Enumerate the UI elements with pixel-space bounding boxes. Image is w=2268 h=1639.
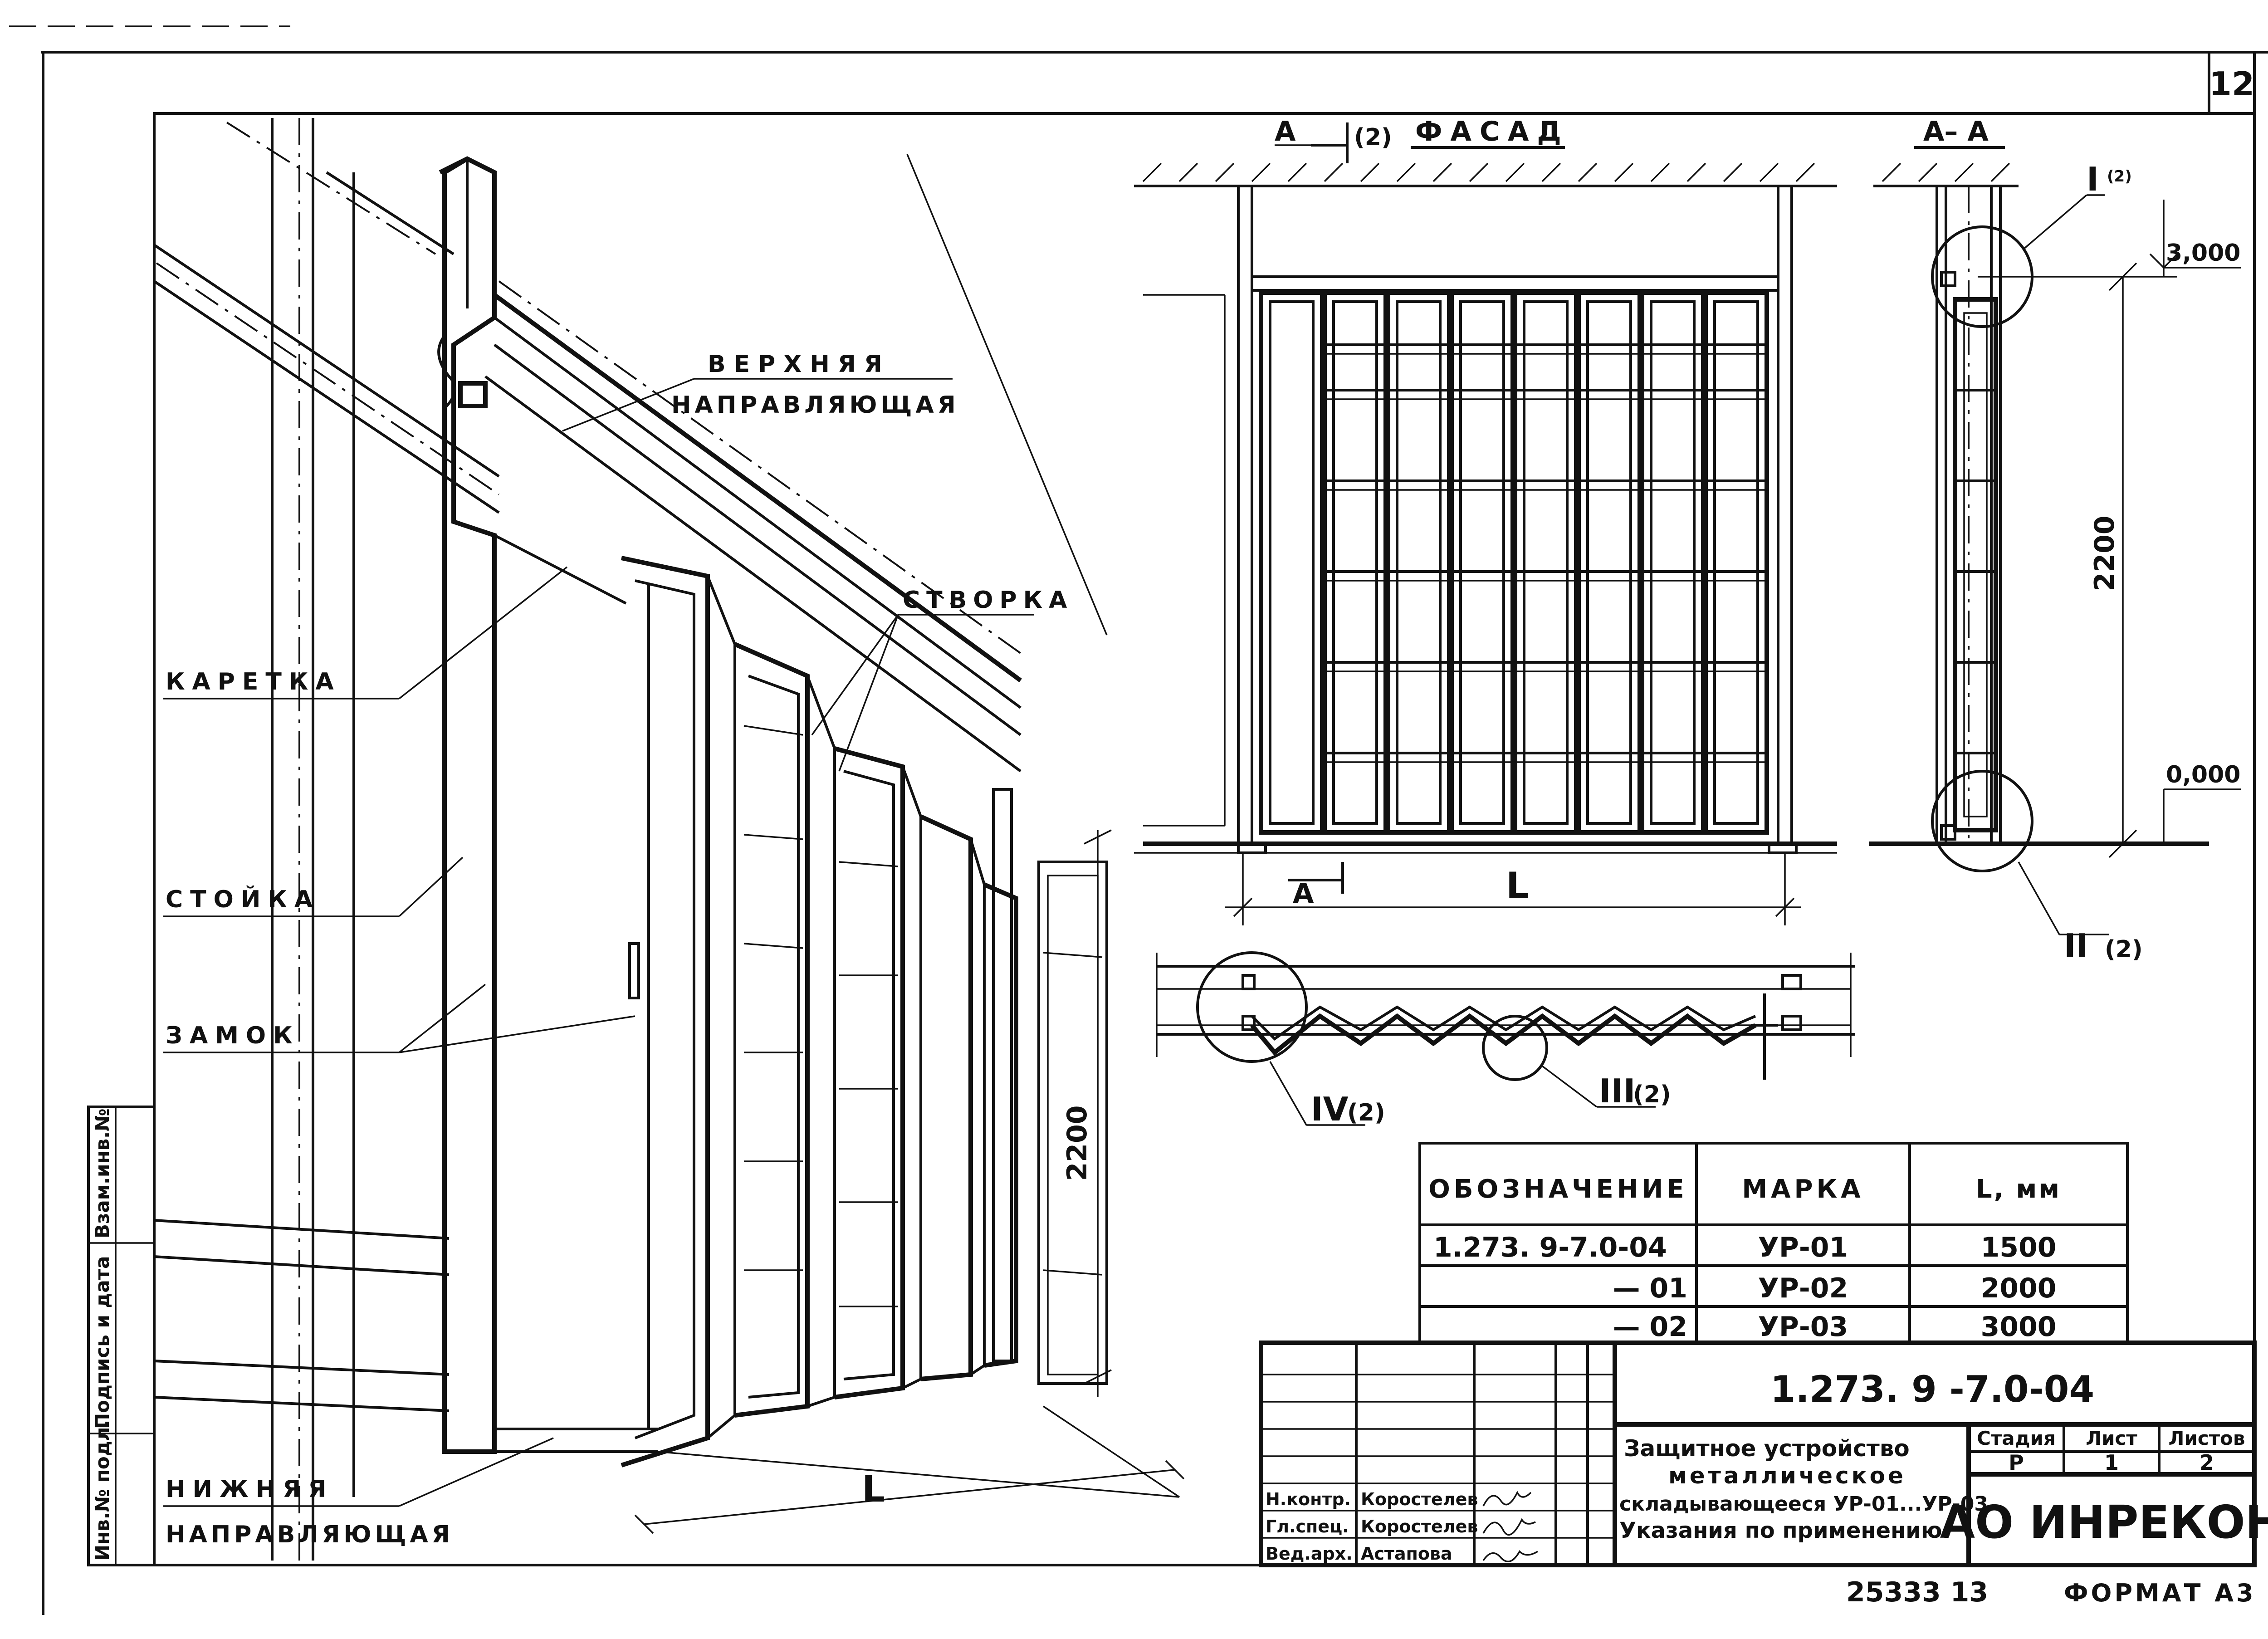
facade-section-ref: (2) bbox=[1354, 124, 1392, 151]
section-level-top: 3,000 bbox=[2166, 240, 2240, 267]
signature-name-2: Коростелев bbox=[1361, 1517, 1478, 1536]
title-name-line-2: металлическое bbox=[1668, 1463, 1906, 1489]
spec-row-2-length: 2000 bbox=[1981, 1272, 2057, 1304]
side-stamp-replace: Взам.инв.№ bbox=[91, 1108, 113, 1238]
spec-row-1-mark: УР-01 bbox=[1758, 1232, 1848, 1263]
signature-role-2: Гл.спец. bbox=[1266, 1517, 1349, 1536]
side-stamp: Инв.№ подл. Подпись и дата Взам.инв.№ bbox=[87, 1106, 156, 1566]
signature-name-1: Коростелев bbox=[1361, 1489, 1478, 1509]
label-upper-rail-1: ВЕРХНЯЯ bbox=[708, 351, 890, 378]
title-designation: 1.273. 9 -7.0-04 bbox=[1770, 1368, 2094, 1410]
perspective-height-dim: 2200 bbox=[1061, 1106, 1093, 1181]
title-name-line-3: складывающееся УР-01...УР-03 bbox=[1619, 1492, 1988, 1516]
label-carriage: КАРЕТКА bbox=[166, 668, 341, 695]
label-leaf: СТВОРКА bbox=[903, 587, 1073, 614]
stamp-number: 25333 13 bbox=[1846, 1576, 1988, 1608]
spec-row-1-length: 1500 bbox=[1981, 1232, 2057, 1263]
title-sheet: 1 bbox=[2104, 1450, 2119, 1475]
section-height-dim: 2200 bbox=[2089, 516, 2121, 592]
title-company: АО ИНРЕКОН bbox=[1940, 1496, 2268, 1549]
label-upper-rail-2: НАПРАВЛЯЮЩАЯ bbox=[671, 391, 959, 419]
inner-frame bbox=[153, 112, 2256, 1566]
section-title: А– А bbox=[1923, 116, 1989, 147]
label-post: СТОЙКА bbox=[166, 886, 320, 913]
facade-length-dim: L bbox=[1506, 865, 1529, 907]
perspective-length-dim: L bbox=[862, 1468, 885, 1510]
sheet-number-box bbox=[2208, 51, 2256, 115]
spec-table: ОБОЗНАЧЕНИЕ МАРКА L, мм 1.273. 9-7.0-04 … bbox=[1418, 1142, 2129, 1344]
spec-row-2-designation: — 01 bbox=[1613, 1272, 1687, 1304]
section-view: А– А I (2) II (2) 3, bbox=[1869, 116, 2241, 965]
title-name-line-1: Защитное устройство bbox=[1624, 1435, 1910, 1462]
section-callout-2: II bbox=[2064, 927, 2088, 965]
spec-header-length: L, мм bbox=[1976, 1174, 2061, 1204]
side-stamp-inv: Инв.№ подл. bbox=[91, 1420, 113, 1561]
facade-title: ФАСАД bbox=[1415, 116, 1569, 147]
spec-row-2-mark: УР-02 bbox=[1758, 1272, 1848, 1304]
spec-row-1-designation: 1.273. 9-7.0-04 bbox=[1433, 1232, 1667, 1263]
signature-mark-3 bbox=[1482, 1550, 1538, 1562]
section-callout-1-ref: (2) bbox=[2107, 167, 2132, 186]
facade-view: А (2) ФАСАД bbox=[1134, 116, 1837, 925]
label-lower-rail-1: НИЖНЯЯ bbox=[166, 1476, 333, 1503]
spec-header-designation: ОБОЗНАЧЕНИЕ bbox=[1428, 1174, 1687, 1204]
spec-header-mark: МАРКА bbox=[1742, 1174, 1864, 1204]
title-block: 1.273. 9 -7.0-04 Защитное устройство мет… bbox=[1259, 1341, 2268, 1567]
sheet-number: 12 bbox=[2209, 65, 2254, 103]
title-sheet-header: Лист bbox=[2086, 1427, 2137, 1449]
plan-view: IV (2) III (2) bbox=[1156, 951, 1855, 1128]
spec-row-3-mark: УР-03 bbox=[1758, 1311, 1848, 1343]
spec-row-3-length: 3000 bbox=[1981, 1311, 2057, 1343]
spec-row-3-designation: — 02 bbox=[1613, 1311, 1687, 1343]
title-stage-header: Стадия bbox=[1977, 1427, 2056, 1449]
title-name-line-4: Указания по применению. bbox=[1619, 1518, 1950, 1543]
title-sheets: 2 bbox=[2200, 1450, 2214, 1475]
section-level-bottom: 0,000 bbox=[2166, 761, 2240, 788]
plan-callout-3-ref: (2) bbox=[1633, 1081, 1671, 1108]
label-lower-rail-2: НАПРАВЛЯЮЩАЯ bbox=[166, 1521, 454, 1548]
section-callout-2-ref: (2) bbox=[2105, 936, 2143, 963]
signature-mark-2 bbox=[1482, 1518, 1536, 1536]
plan-callout-4: IV bbox=[1311, 1090, 1349, 1128]
label-lock: ЗАМОК bbox=[166, 1022, 300, 1049]
section-callout-1: I bbox=[2087, 160, 2099, 198]
signature-role-1: Н.контр. bbox=[1266, 1489, 1351, 1509]
facade-leaves bbox=[1259, 290, 1769, 835]
side-stamp-sign: Подпись и дата bbox=[91, 1256, 113, 1429]
title-stage: Р bbox=[2009, 1450, 2024, 1475]
perspective-view: 2200 L ВЕРХНЯЯ НАПРАВЛЯЮЩАЯ КАРЕТКА СТОЙ… bbox=[153, 118, 1185, 1561]
facade-section-mark-bottom: А bbox=[1293, 878, 1314, 910]
plan-callout-3: III bbox=[1599, 1072, 1635, 1110]
signature-name-3: Астапова bbox=[1361, 1544, 1452, 1564]
facade-section-mark-top: А bbox=[1275, 116, 1296, 147]
signature-role-3: Вед.арх. bbox=[1266, 1544, 1353, 1564]
plan-callout-4-ref: (2) bbox=[1347, 1099, 1385, 1126]
signature-mark-1 bbox=[1482, 1491, 1532, 1507]
format-label: ФОРМАТ А3 bbox=[2064, 1579, 2256, 1607]
title-sheets-header: Листов bbox=[2169, 1427, 2245, 1449]
